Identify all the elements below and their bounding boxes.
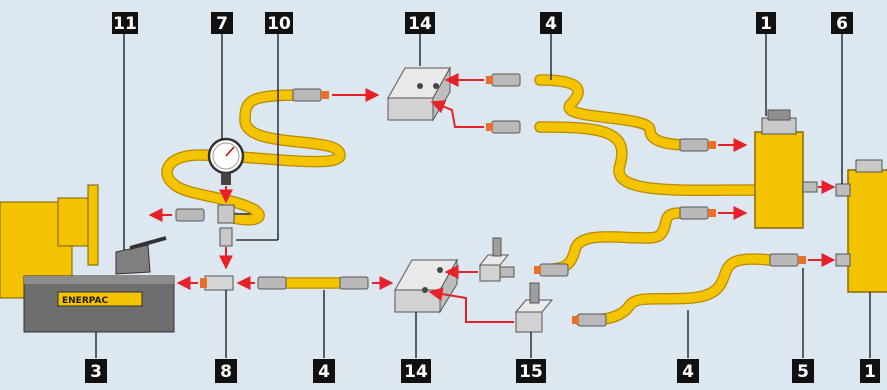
leader-lines xyxy=(95,32,871,358)
svg-text:7: 7 xyxy=(216,14,228,34)
valve-upper xyxy=(478,237,515,282)
tag-3: 3 xyxy=(85,359,107,383)
cylinder-top xyxy=(754,109,818,229)
svg-text:4: 4 xyxy=(682,362,694,382)
svg-text:11: 11 xyxy=(113,14,137,34)
valve-15 xyxy=(514,282,554,333)
tag-8: 8 xyxy=(215,359,237,383)
tee-fitting xyxy=(217,204,250,247)
svg-text:14: 14 xyxy=(408,14,432,34)
svg-text:15: 15 xyxy=(519,362,543,382)
cylinder-bottom xyxy=(835,159,887,293)
tag-7: 7 xyxy=(211,12,233,34)
svg-text:1: 1 xyxy=(864,362,876,382)
tag-14-top: 14 xyxy=(405,12,435,34)
svg-text:4: 4 xyxy=(545,14,557,34)
tag-4-bottom-right: 4 xyxy=(677,359,699,383)
tag-15: 15 xyxy=(516,359,546,383)
svg-text:6: 6 xyxy=(836,14,848,34)
svg-text:3: 3 xyxy=(90,362,102,382)
manifold-top xyxy=(387,66,451,122)
hoses xyxy=(161,74,776,326)
svg-text:1: 1 xyxy=(760,14,772,34)
pump-brand-label: ENERPAC xyxy=(62,296,108,306)
tag-4-top: 4 xyxy=(540,12,562,34)
tag-1-bottom: 1 xyxy=(860,359,880,383)
flow-arrows xyxy=(148,73,836,323)
manifold-bottom xyxy=(394,258,458,314)
tag-5: 5 xyxy=(792,359,814,383)
svg-text:5: 5 xyxy=(797,362,809,382)
hose-lower-right xyxy=(575,254,775,325)
tag-11: 11 xyxy=(112,12,138,34)
coupler-8 xyxy=(200,275,234,291)
svg-text:10: 10 xyxy=(267,14,291,34)
hose-top-upper xyxy=(535,75,695,150)
tag-4-bottom-mid: 4 xyxy=(313,359,335,383)
svg-text:14: 14 xyxy=(404,362,428,382)
hose-top-long xyxy=(535,122,765,195)
svg-text:4: 4 xyxy=(318,362,330,382)
hose-gauge-loop xyxy=(162,90,345,225)
tag-14-bottom: 14 xyxy=(401,359,431,383)
svg-text:8: 8 xyxy=(220,362,232,382)
tag-1-top: 1 xyxy=(756,12,776,34)
thread-ends xyxy=(321,76,806,324)
electric-pump: ENERPAC xyxy=(0,184,175,333)
pressure-gauge xyxy=(207,137,245,185)
tag-10: 10 xyxy=(265,12,293,34)
tag-6: 6 xyxy=(831,12,853,34)
hose-fittings xyxy=(175,73,799,327)
